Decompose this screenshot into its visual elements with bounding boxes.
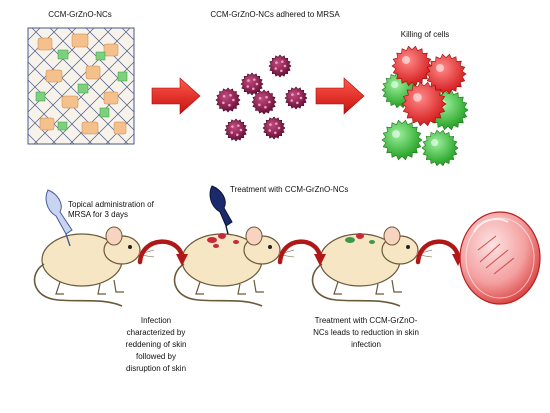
dropper-glove-icon-2	[209, 185, 233, 235]
cell-6	[425, 53, 467, 95]
mouse-icon-3	[311, 226, 433, 307]
bacteria-cluster-icon	[215, 54, 308, 142]
cell-5	[391, 45, 433, 87]
infection-label-line4: followed by	[135, 352, 177, 361]
mouse-icon-2	[173, 226, 295, 307]
infection-label-line3: reddening of skin	[125, 340, 187, 349]
infection-label-line1: Infection	[140, 316, 172, 325]
killing-label: Killing of cells	[400, 30, 450, 39]
nanocomposite-cage-icon	[27, 27, 135, 145]
bacterium-1	[215, 87, 241, 113]
dropper-glove-icon-1	[45, 189, 73, 247]
treatment-result-line1: Treatment with CCM-GrZnO-	[314, 316, 418, 325]
nanocomposite-label: CCM-GrZnO-NCs	[48, 10, 112, 19]
infection-label-line5: disruption of skin	[125, 364, 187, 373]
bacterium-6	[224, 118, 248, 142]
arrow-right-icon-1	[151, 77, 201, 115]
treated-spots-icon	[345, 233, 375, 244]
bacterium-7	[262, 116, 286, 140]
step1-label-line1: Topical administration of	[68, 200, 154, 209]
curved-arrow-icon-2	[277, 239, 326, 266]
petri-dish-icon	[459, 211, 541, 305]
bacterium-2	[240, 72, 264, 96]
mouse-icon-1	[33, 226, 155, 307]
cell-3	[381, 119, 423, 161]
cell-4	[421, 129, 459, 167]
bacterium-4	[251, 89, 277, 115]
bacterium-5	[284, 86, 308, 110]
curved-arrow-icon-1	[137, 239, 188, 266]
arrow-right-icon-2	[315, 77, 365, 115]
step2-label: Treatment with CCM-GrZnO-NCs	[230, 185, 349, 194]
curved-arrow-icon-3	[415, 239, 464, 266]
killed-cells-cluster-icon	[381, 45, 469, 167]
cell-7	[401, 81, 447, 127]
bacterium-3	[268, 54, 292, 78]
infection-spots-icon	[207, 233, 239, 248]
treatment-result-line2: NCs leads to reduction in skin	[313, 328, 419, 337]
infection-label-line2: characterized by	[126, 328, 186, 337]
adhered-label: CCM-GrZnO-NCs adhered to MRSA	[210, 10, 340, 19]
treatment-result-line3: infection	[351, 340, 381, 349]
step1-label-line2: MRSA for 3 days	[68, 210, 129, 219]
